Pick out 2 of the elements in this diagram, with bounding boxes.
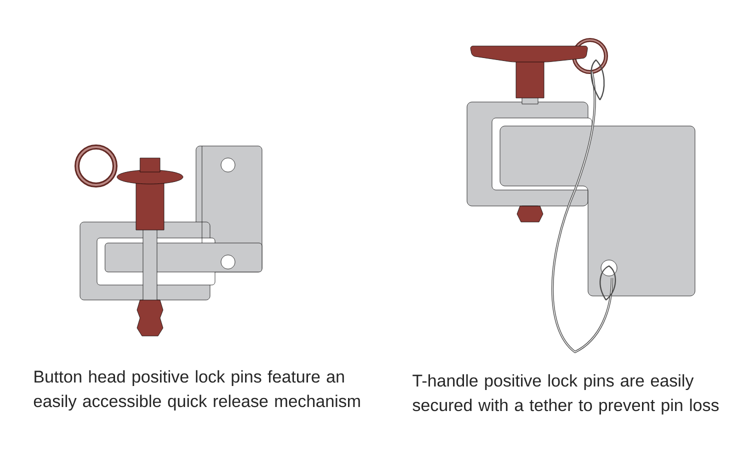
caption: Button head positive lock pins feature an easily accessible quick release mechanism [34,370,360,411]
caption: T-handle positive lock pins are easily secured with a tether to prevent pin loss [412,374,719,415]
